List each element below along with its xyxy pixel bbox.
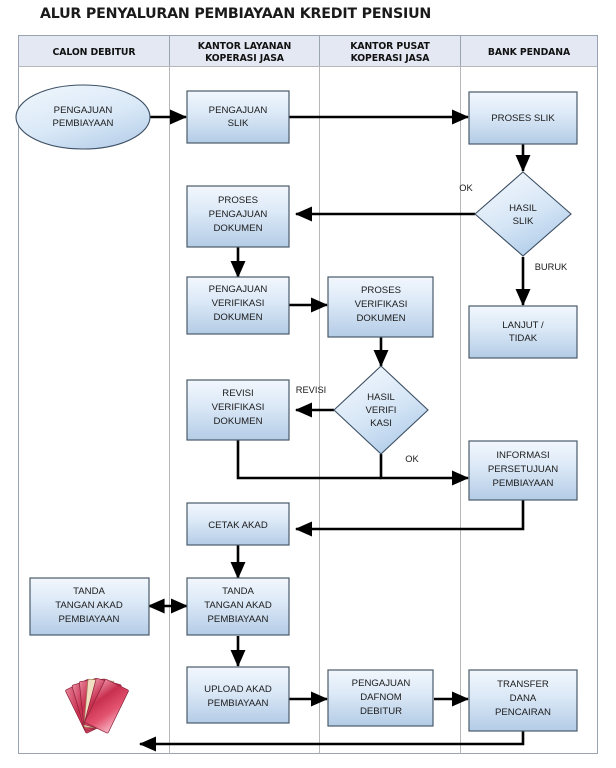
node-proses-verifikasi-line-3: DOKUMEN	[356, 313, 405, 324]
edge-label-ok-verifikasi: OK	[405, 454, 419, 464]
lane-label-calon-debitur: CALON DEBITUR	[53, 47, 136, 58]
node-pengajuan-verifikasi-dokumen[interactable]: PENGAJUAN VERIFIKASI DOKUMEN	[186, 276, 290, 335]
node-pengajuan-verifikasi-line-3: DOKUMEN	[213, 312, 262, 323]
node-proses-verifikasi-line-1: PROSES	[361, 285, 401, 296]
lane-label-kantor-pusat-1: KANTOR PUSAT	[350, 41, 430, 52]
node-hasil-verifikasi-line-2: VERIFI	[366, 405, 397, 416]
edge-label-buruk: BURUK	[535, 262, 568, 272]
swimlane-frame	[18, 35, 598, 754]
node-lanjut-tidak-line-2: TIDAK	[509, 333, 538, 344]
node-transfer-line-3: PENCAIRAN	[495, 707, 551, 718]
node-hasil-verifikasi-line-3: KASI	[370, 418, 392, 429]
lane-header-calon-debitur	[18, 35, 170, 67]
node-pengajuan-slik-line-1: PENGAJUAN	[209, 105, 268, 116]
node-lanjut-tidak-line-1: LANJUT /	[502, 320, 544, 331]
edge-revisi-to-informasi	[236, 440, 381, 480]
node-upload-akad-line-2: PEMBIAYAAN	[208, 698, 269, 709]
node-proses-verifikasi-dokumen[interactable]: PROSES VERIFIKASI DOKUMEN	[327, 276, 434, 338]
node-revisi-verifikasi-line-2: VERIFIKASI	[212, 402, 265, 413]
node-revisi-verifikasi-line-3: DOKUMEN	[213, 416, 262, 427]
node-hasil-slik[interactable]: HASIL SLIK	[474, 171, 572, 257]
node-dafnom-line-3: DEBITUR	[360, 706, 402, 717]
node-proses-slik[interactable]: PROSES SLIK	[468, 91, 578, 145]
node-proses-pengajuan-dokumen-line-1: PROSES	[218, 195, 258, 206]
uang-pencairan-icon	[65, 678, 129, 734]
node-proses-pengajuan-dokumen-line-2: PENGAJUAN	[209, 209, 268, 220]
node-revisi-verifikasi-line-1: REVISI	[222, 388, 253, 399]
connectors	[138, 109, 531, 752]
edge-transfer-to-uang	[138, 731, 525, 752]
node-transfer-line-1: TRANSFER	[497, 679, 549, 690]
lane-header-kantor-pusat	[319, 35, 461, 67]
lane-label-kantor-layanan-2: KOPERASI JASA	[205, 53, 285, 64]
node-dafnom-line-1: PENGAJUAN	[352, 678, 411, 689]
node-tanda-tangan-debitur-line-1: TANDA	[73, 586, 105, 597]
edge-informasi-to-cetak-akad	[294, 500, 525, 537]
node-pengajuan-pembiayaan[interactable]: PENGAJUAN PEMBIAYAAN	[15, 84, 151, 150]
node-pengajuan-verifikasi-line-2: VERIFIKASI	[212, 298, 265, 309]
node-dafnom-line-2: DAFNOM	[360, 692, 402, 703]
node-informasi-line-1: INFORMASI	[496, 450, 549, 461]
node-cetak-akad-line-1: CETAK AKAD	[208, 520, 268, 531]
node-lanjut-tidak[interactable]: LANJUT / TIDAK	[468, 305, 578, 359]
node-tanda-tangan-kantor-line-3: PEMBIAYAAN	[208, 614, 269, 625]
edge-label-ok-slik: OK	[459, 183, 473, 193]
node-pengajuan-slik-line-2: SLIK	[228, 118, 249, 129]
node-cetak-akad[interactable]: CETAK AKAD	[186, 502, 290, 546]
node-revisi-verifikasi-dokumen[interactable]: REVISI VERIFIKASI DOKUMEN	[186, 379, 290, 441]
page-title: ALUR PENYALURAN PEMBIAYAAN KREDIT PENSIU…	[40, 6, 432, 22]
node-informasi-persetujuan-pembiayaan[interactable]: INFORMASI PERSETUJUAN PEMBIAYAAN	[468, 440, 578, 501]
node-hasil-verifikasi[interactable]: HASIL VERIFI KASI	[333, 365, 429, 455]
node-hasil-slik-line-2: SLIK	[513, 216, 534, 227]
node-transfer-line-2: DANA	[510, 693, 537, 704]
node-pengajuan-dafnom-debitur[interactable]: PENGAJUAN DAFNOM DEBITUR	[327, 669, 434, 727]
node-tanda-tangan-debitur-line-3: PEMBIAYAAN	[59, 614, 120, 625]
edge-label-revisi: REVISI	[296, 385, 326, 395]
lane-header-kantor-layanan	[169, 35, 320, 67]
node-tanda-tangan-akad-kantor[interactable]: TANDA TANGAN AKAD PEMBIAYAAN	[186, 577, 290, 636]
node-tanda-tangan-kantor-line-1: TANDA	[222, 586, 254, 597]
node-pengajuan-pembiayaan-line-2: PEMBIAYAAN	[53, 118, 114, 129]
node-upload-akad-pembiayaan[interactable]: UPLOAD AKAD PEMBIAYAAN	[186, 666, 290, 724]
edge-hasil-verifikasi-ok-to-informasi	[379, 454, 470, 486]
node-proses-slik-line-1: PROSES SLIK	[491, 113, 555, 124]
node-hasil-slik-line-1: HASIL	[509, 203, 537, 214]
node-informasi-line-2: PERSETUJUAN	[488, 464, 558, 475]
node-proses-verifikasi-line-2: VERIFIKASI	[355, 299, 408, 310]
lane-label-kantor-pusat-2: KOPERASI JASA	[351, 53, 431, 64]
node-tanda-tangan-akad-debitur[interactable]: TANDA TANGAN AKAD PEMBIAYAAN	[29, 577, 150, 636]
node-transfer-dana-pencairan[interactable]: TRANSFER DANA PENCAIRAN	[468, 669, 578, 732]
node-pengajuan-verifikasi-line-1: PENGAJUAN	[209, 284, 268, 295]
node-pengajuan-slik[interactable]: PENGAJUAN SLIK	[186, 90, 290, 144]
node-tanda-tangan-kantor-line-2: TANGAN AKAD	[204, 600, 272, 611]
lane-label-kantor-layanan-1: KANTOR LAYANAN	[198, 41, 291, 52]
node-tanda-tangan-debitur-line-2: TANGAN AKAD	[55, 600, 123, 611]
node-proses-pengajuan-dokumen[interactable]: PROSES PENGAJUAN DOKUMEN	[186, 185, 290, 248]
node-pengajuan-pembiayaan-line-1: PENGAJUAN	[54, 105, 113, 116]
node-informasi-line-3: PEMBIAYAAN	[493, 478, 554, 489]
lane-label-bank-pendana: BANK PENDANA	[488, 47, 571, 58]
node-hasil-verifikasi-line-1: HASIL	[367, 392, 395, 403]
node-upload-akad-line-1: UPLOAD AKAD	[204, 684, 272, 695]
node-proses-pengajuan-dokumen-line-3: DOKUMEN	[213, 223, 262, 234]
